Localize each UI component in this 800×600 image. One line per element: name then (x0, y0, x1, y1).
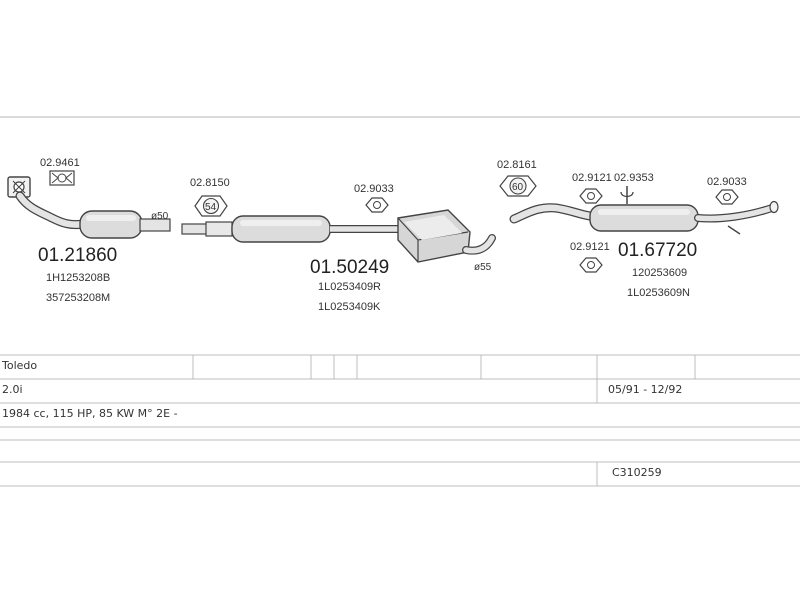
accessory-part-number: 02.8161 (497, 159, 537, 171)
diameter-label: ø50 (151, 211, 169, 222)
front-flange-icon (7, 176, 31, 198)
oe-number: 1L0253609N (627, 287, 690, 299)
engine-specs: 1984 cc, 115 HP, 85 KW M° 2E - (2, 407, 178, 420)
front-muffler-icon (79, 210, 171, 239)
accessory-part-number: 02.9461 (40, 157, 80, 169)
accessory-part-number: 02.9353 (614, 172, 654, 184)
accessory-part-number: 02.9033 (707, 176, 747, 188)
catalog-code: C310259 (612, 466, 662, 479)
accessory-part-number: 02.9121 (570, 241, 610, 253)
gasket-size-badge: 54 (205, 202, 217, 213)
front-section: ø50 02.9461 01.21860 1H1253208B 35725320… (7, 157, 171, 304)
main-part-number: 01.67720 (618, 240, 697, 261)
accessory-part-number: 02.9033 (354, 183, 394, 195)
oe-number: 1L0253409R (318, 281, 381, 293)
accessory-part-number: 02.8150 (190, 177, 230, 189)
rubber-hanger-icon (715, 189, 739, 205)
gasket-icon (194, 195, 228, 217)
diameter-label: ø55 (474, 262, 492, 273)
rear-section: 02.8161 60 02.9121 02.9353 02.9033 02.91… (497, 159, 779, 299)
oe-number: 357253208M (46, 292, 110, 304)
gasket-size-badge: 60 (512, 182, 524, 193)
rubber-hanger-icon (579, 188, 603, 204)
vehicle-model: Toledo (2, 359, 38, 372)
oe-number: 1L0253409K (318, 301, 381, 313)
engine-type: 2.0i (2, 383, 23, 396)
main-part-number: 01.21860 (38, 245, 117, 266)
center-muffler-icon (231, 215, 331, 243)
oe-number: 120253609 (632, 267, 687, 279)
gasket-icon (499, 175, 537, 197)
main-part-number: 01.50249 (310, 257, 389, 278)
rear-muffler-icon (589, 204, 699, 232)
production-years: 05/91 - 12/92 (608, 383, 683, 396)
vehicle-table-grid (0, 354, 800, 487)
rubber-hanger-icon (365, 197, 389, 213)
middle-section: ø55 02.8150 54 02.9033 01.50249 1L025340… (181, 177, 496, 313)
rear-box-icon (397, 209, 471, 263)
clamp-icon (620, 186, 634, 204)
accessory-part-number: 02.9121 (572, 172, 612, 184)
rubber-hanger-icon (579, 257, 603, 273)
oe-number: 1H1253208B (46, 272, 110, 284)
gasket-icon (49, 170, 75, 186)
